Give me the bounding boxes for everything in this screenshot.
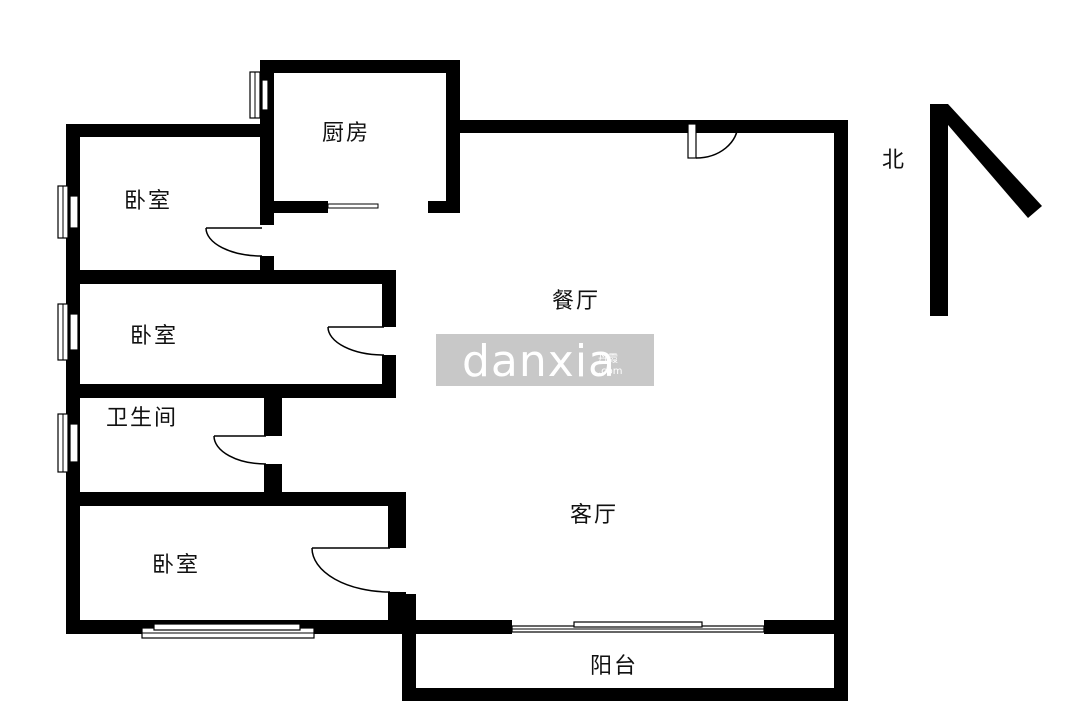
- wall-kitchen-bottom-right: [428, 201, 460, 213]
- window-bedroom-top: [57, 185, 79, 239]
- wall-bathroom-east-upper: [264, 384, 282, 436]
- wall-dining-top: [446, 120, 848, 133]
- watermark-suffix: .com: [598, 366, 623, 377]
- wall-bathroom-bedroom3: [66, 492, 406, 506]
- wall-bedroom1-bedroom2: [66, 270, 396, 284]
- wall-kitchen-bottom-left: [260, 201, 328, 213]
- wall-top-bedroom: [66, 124, 274, 137]
- wall-bedroom3-east-lower: [388, 592, 406, 632]
- wall-left-outer: [66, 124, 80, 634]
- window-bedroom-bottom: [141, 623, 315, 639]
- room-label-bedroom-bottom: 卧室: [152, 553, 200, 578]
- door-entrance: [687, 123, 739, 159]
- room-label-balcony: 阳台: [590, 654, 638, 679]
- north-arrow: 北: [882, 104, 1042, 316]
- wall-bedroom3-east-upper: [388, 492, 406, 548]
- watermark-brand: danxia: [462, 336, 616, 387]
- windows: [57, 71, 765, 639]
- wall-balcony-top-right: [764, 620, 848, 634]
- room-label-dining: 餐厅: [552, 289, 600, 314]
- room-label-bedroom-top: 卧室: [124, 189, 172, 214]
- watermark: danxia 丹霞 .com: [436, 334, 654, 387]
- door-bedroom-mid: [327, 326, 385, 356]
- room-label-bathroom: 卫生间: [106, 406, 178, 431]
- door-bedroom-bottom: [311, 547, 391, 593]
- watermark-box: [436, 334, 654, 386]
- wall-bedroom2-bathroom: [66, 384, 396, 398]
- wall-kitchen-right: [446, 60, 460, 210]
- wall-bedroom1-east-lower: [260, 256, 274, 274]
- wall-right-outer: [834, 120, 848, 700]
- wall-balcony-top-left: [402, 620, 512, 634]
- doors: [205, 123, 739, 593]
- room-label-living: 客厅: [570, 503, 618, 528]
- watermark-cn: 丹霞: [598, 353, 618, 365]
- north-arrow-shaft: [930, 104, 948, 316]
- window-kitchen: [249, 71, 269, 119]
- wall-bedroom2-east-upper: [382, 270, 396, 327]
- window-bathroom: [57, 413, 79, 473]
- wall-balcony-bottom: [402, 688, 848, 701]
- room-label-kitchen: 厨房: [322, 121, 370, 146]
- door-bedroom-top: [205, 227, 263, 257]
- window-bedroom-mid: [57, 303, 79, 361]
- door-kitchen-sliding: [327, 203, 379, 209]
- interior-walls: [66, 201, 460, 632]
- room-labels: 厨房 卧室 卧室 卫生间 卧室 餐厅 客厅 阳台: [106, 121, 638, 679]
- compass-label: 北: [882, 148, 906, 173]
- north-arrow-head: [930, 104, 1042, 218]
- wall-kitchen-top: [260, 60, 460, 73]
- door-bathroom: [213, 435, 267, 465]
- window-balcony-sliding: [511, 621, 765, 633]
- room-label-bedroom-mid: 卧室: [130, 324, 178, 349]
